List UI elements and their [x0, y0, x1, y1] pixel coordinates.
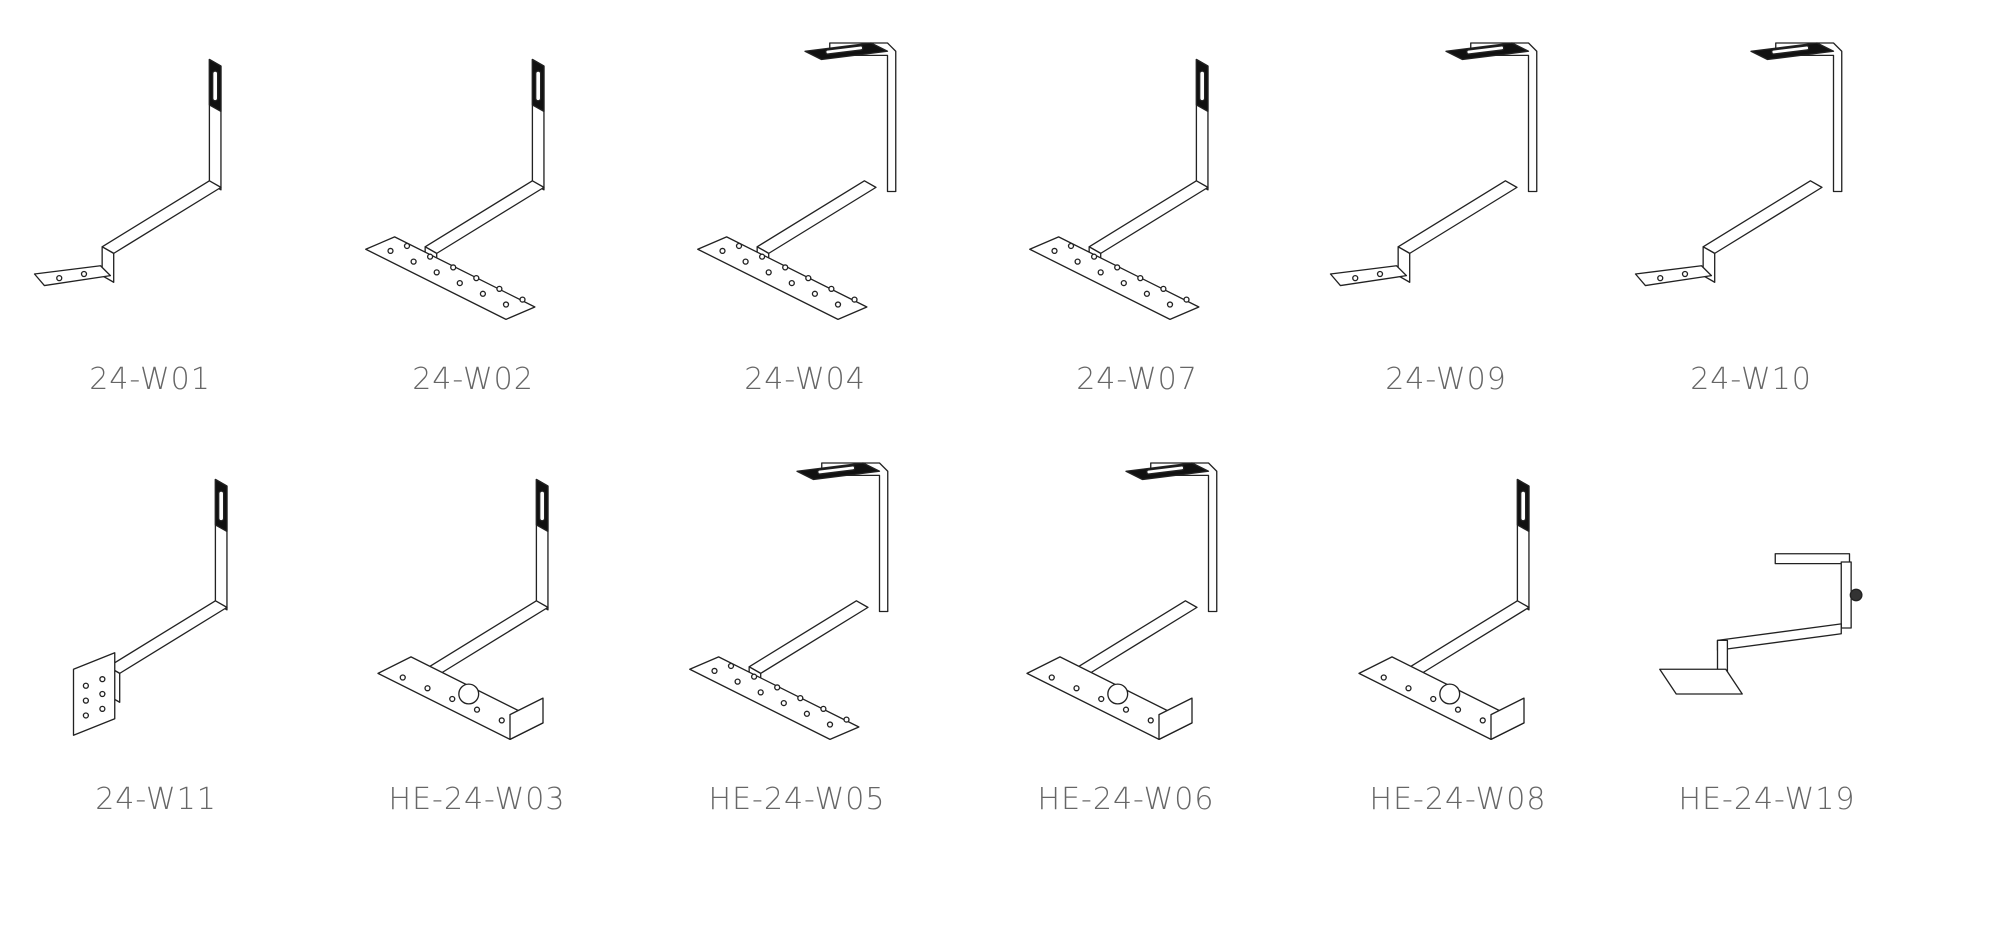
- product-card: 24-W09: [1286, 10, 1606, 430]
- roof-hook-illustration: [1026, 462, 1218, 741]
- product-code-label: HE-24-W03: [388, 782, 566, 817]
- product-card: 24-W02: [313, 10, 633, 430]
- bracket-drawing: [1659, 553, 1863, 695]
- product-card: HE-24-W06: [966, 430, 1286, 850]
- product-code-label: HE-24-W06: [1037, 782, 1215, 817]
- product-code-label: HE-24-W19: [1678, 782, 1856, 817]
- roof-hook-illustration: [1029, 58, 1209, 321]
- roof-hook-illustration: [1358, 478, 1530, 741]
- roof-hook-illustration: [1634, 42, 1843, 287]
- roof-hook-illustration: [365, 58, 545, 321]
- bracket-drawing: [377, 478, 549, 741]
- product-code-label: 24-W10: [1690, 362, 1812, 397]
- bracket-drawing: [1358, 478, 1530, 741]
- product-code-label: 24-W04: [744, 362, 866, 397]
- roof-hook-illustration: [1329, 42, 1538, 287]
- roof-hook-illustration: [1659, 553, 1863, 695]
- bracket-drawing: [697, 42, 897, 321]
- roof-hook-illustration: [33, 58, 222, 287]
- product-code-label: 24-W11: [95, 782, 217, 817]
- roof-hook-illustration: [72, 478, 228, 736]
- bracket-drawing: [1029, 58, 1209, 321]
- product-code-label: 24-W09: [1385, 362, 1507, 397]
- roof-hook-illustration: [697, 42, 897, 321]
- product-card: 24-W11: [0, 430, 316, 850]
- product-card: HE-24-W08: [1298, 430, 1618, 850]
- product-card: 24-W01: [0, 10, 310, 430]
- bracket-drawing: [1634, 42, 1843, 287]
- product-card: 24-W07: [977, 10, 1297, 430]
- product-code-label: 24-W07: [1076, 362, 1198, 397]
- product-card: 24-W10: [1591, 10, 1911, 430]
- bracket-drawing: [689, 462, 889, 741]
- bracket-drawing: [365, 58, 545, 321]
- bracket-drawing: [72, 478, 228, 736]
- product-card: HE-24-W19: [1607, 430, 1927, 850]
- product-code-label: 24-W02: [412, 362, 534, 397]
- product-code-label: HE-24-W05: [708, 782, 886, 817]
- product-card: HE-24-W05: [637, 430, 957, 850]
- bracket-drawing: [1026, 462, 1218, 741]
- product-card: 24-W04: [645, 10, 965, 430]
- product-code-label: 24-W01: [89, 362, 211, 397]
- bracket-drawing: [1329, 42, 1538, 287]
- product-card: HE-24-W03: [317, 430, 637, 850]
- roof-hook-illustration: [689, 462, 889, 741]
- product-code-label: HE-24-W08: [1369, 782, 1547, 817]
- roof-hook-illustration: [377, 478, 549, 741]
- bracket-drawing: [33, 58, 222, 287]
